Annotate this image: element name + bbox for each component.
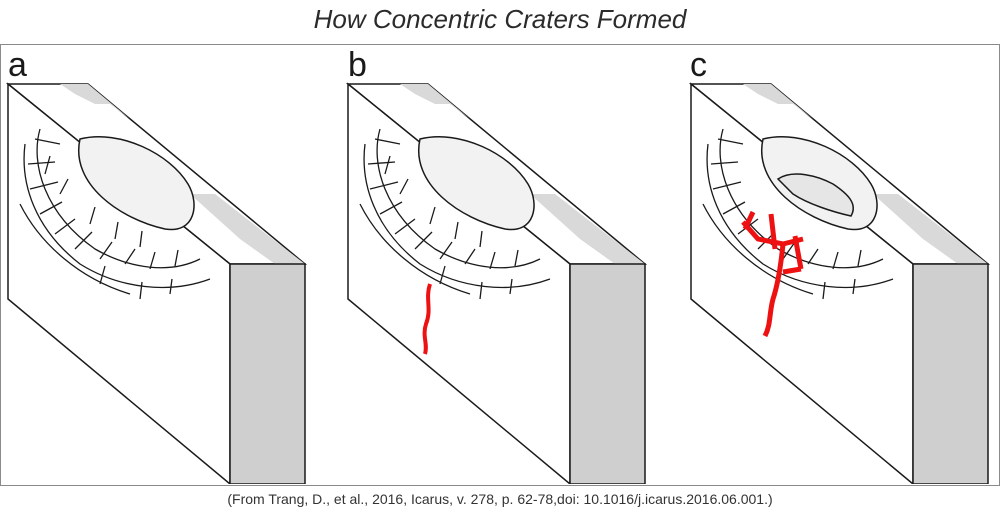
red-fracture [422,283,432,355]
panel-label-a: a [8,46,27,84]
block-a [5,82,308,484]
block-c [688,82,991,484]
rim-shading [873,194,988,264]
fracture-lines [359,128,551,300]
panel-a-diagram [5,82,308,484]
block-side-face [912,263,989,484]
rim-shading [190,194,305,264]
collapsed-floor [776,173,854,217]
top-ridge-shading [60,84,130,119]
figure-title: How Concentric Craters Formed [313,4,687,34]
top-ridge-shading [743,84,813,119]
panel-label-c: c [690,46,707,84]
top-ridge-shading [400,84,470,119]
block-side-face [229,263,306,484]
citation-text: (From Trang, D., et al., 2016, Icarus, v… [227,491,773,507]
fracture-lines [702,128,894,300]
panel-b-diagram [345,82,648,484]
block-b [345,82,648,484]
rim-shading [530,194,645,264]
red-dike-network [741,210,804,338]
panel-c-diagram [688,82,991,484]
fracture-lines [19,128,211,300]
crater-rim [417,136,535,231]
panel-label-b: b [348,46,367,84]
block-side-face [569,263,646,484]
crater-rim [77,136,195,231]
